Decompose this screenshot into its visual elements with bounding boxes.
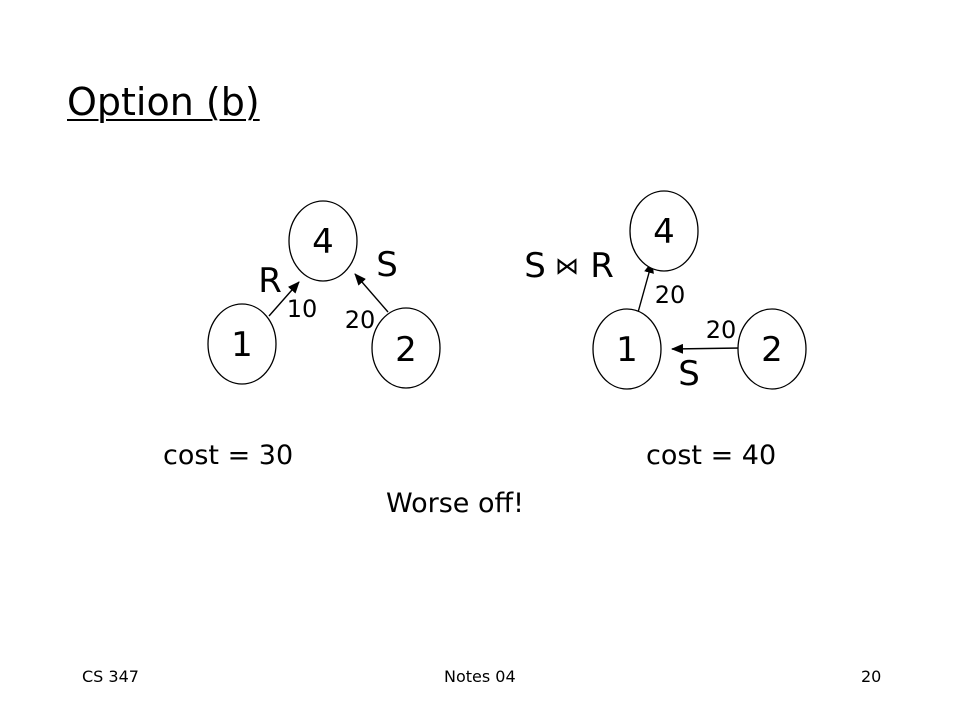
right-node-1: 1 [592,308,662,390]
right-node-1-label: 1 [616,330,638,370]
left-plan: 4 1 2 R S 10 20 [207,200,441,389]
join-operator-icon: ⋈ [555,252,579,280]
left-node-1: 1 [207,303,277,385]
footer-page-number: 20 [861,667,882,686]
right-node-2-label: 2 [761,330,783,370]
right-relation-s-label: S [678,354,700,394]
left-node-2: 2 [371,307,441,389]
right-node-2: 2 [737,308,807,390]
conclusion-text: Worse off! [386,488,524,519]
left-edge-1-to-4-arrow [268,281,300,317]
left-node-2-label: 2 [395,330,417,370]
right-edge-1-to-4-arrow [636,261,654,317]
left-relation-r-label: R [258,261,282,301]
left-edge-2-to-4-cost: 20 [345,306,376,334]
footer-course: CS 347 [82,667,139,686]
right-edge-2-to-1-arrow [671,343,742,354]
slide-title: Option (b) [67,80,260,124]
left-plan-total-cost: cost = 30 [163,440,294,471]
left-node-4-label: 4 [312,222,334,262]
right-plan: 4 1 2 S ⋈ R S 20 20 [524,190,807,394]
left-edge-2-to-4-arrow [354,273,389,313]
left-node-4: 4 [288,200,358,282]
right-join-left-label: S [524,246,546,286]
left-node-1-label: 1 [231,325,253,365]
right-edge-1-to-4-cost: 20 [655,281,686,309]
right-node-4-label: 4 [653,212,675,252]
right-join-right-label: R [590,246,614,286]
right-edge-2-to-1-cost: 20 [706,316,737,344]
footer-notes: Notes 04 [444,667,516,686]
left-relation-s-label: S [376,245,398,285]
left-edge-1-to-4-cost: 10 [287,295,318,323]
right-plan-total-cost: cost = 40 [646,440,777,471]
right-node-4: 4 [629,190,699,272]
